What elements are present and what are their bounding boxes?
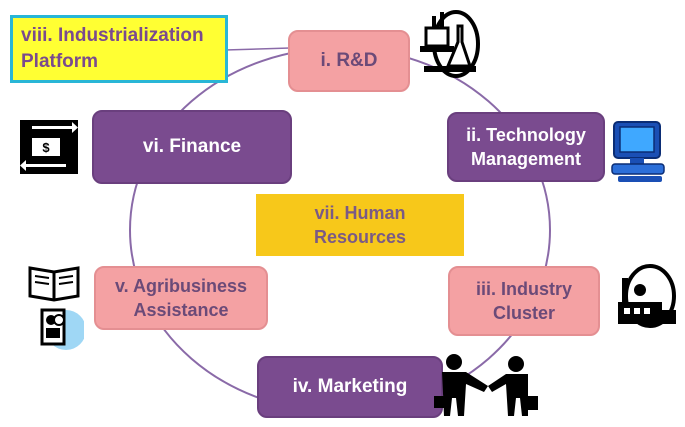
node-label-line2: Platform (21, 51, 99, 72)
node-label-line1: vii. Human (314, 202, 406, 223)
factory-icon (618, 264, 676, 328)
node-human-resources: vii. Human Resources (256, 194, 464, 256)
node-label-line1: ii. Technology (466, 124, 586, 145)
node-finance: vi. Finance (92, 110, 292, 184)
node-marketing: iv. Marketing (257, 356, 443, 418)
node-industry-cluster: iii. Industry Cluster (448, 266, 600, 336)
node-label-line2: Resources (313, 227, 407, 247)
node-label-line1: viii. Industrialization (21, 25, 204, 47)
svg-text:$: $ (42, 140, 50, 155)
node-label: i. R&D (320, 50, 378, 72)
node-label-line1: v. Agribusiness (114, 275, 248, 296)
book-and-person-icon (28, 266, 84, 350)
node-label-line2: Assistance (133, 300, 229, 320)
node-rnd: i. R&D (288, 30, 410, 92)
node-technology-management: ii. Technology Management (447, 112, 605, 182)
node-label: vi. Finance (142, 136, 242, 158)
lab-flask-icon (420, 10, 480, 78)
node-agribusiness-assistance: v. Agribusiness Assistance (94, 266, 268, 330)
node-label-line2: Management (470, 149, 581, 169)
node-label-line1: iii. Industry (475, 278, 572, 299)
node-industrialization-platform: viii. Industrialization Platform (10, 15, 228, 83)
node-label: iv. Marketing (292, 376, 408, 398)
money-exchange-icon: $ (20, 120, 78, 174)
callout-connector (224, 47, 291, 51)
handshake-icon (434, 354, 538, 416)
computer-icon (611, 121, 665, 182)
node-label-line2: Cluster (492, 303, 555, 323)
